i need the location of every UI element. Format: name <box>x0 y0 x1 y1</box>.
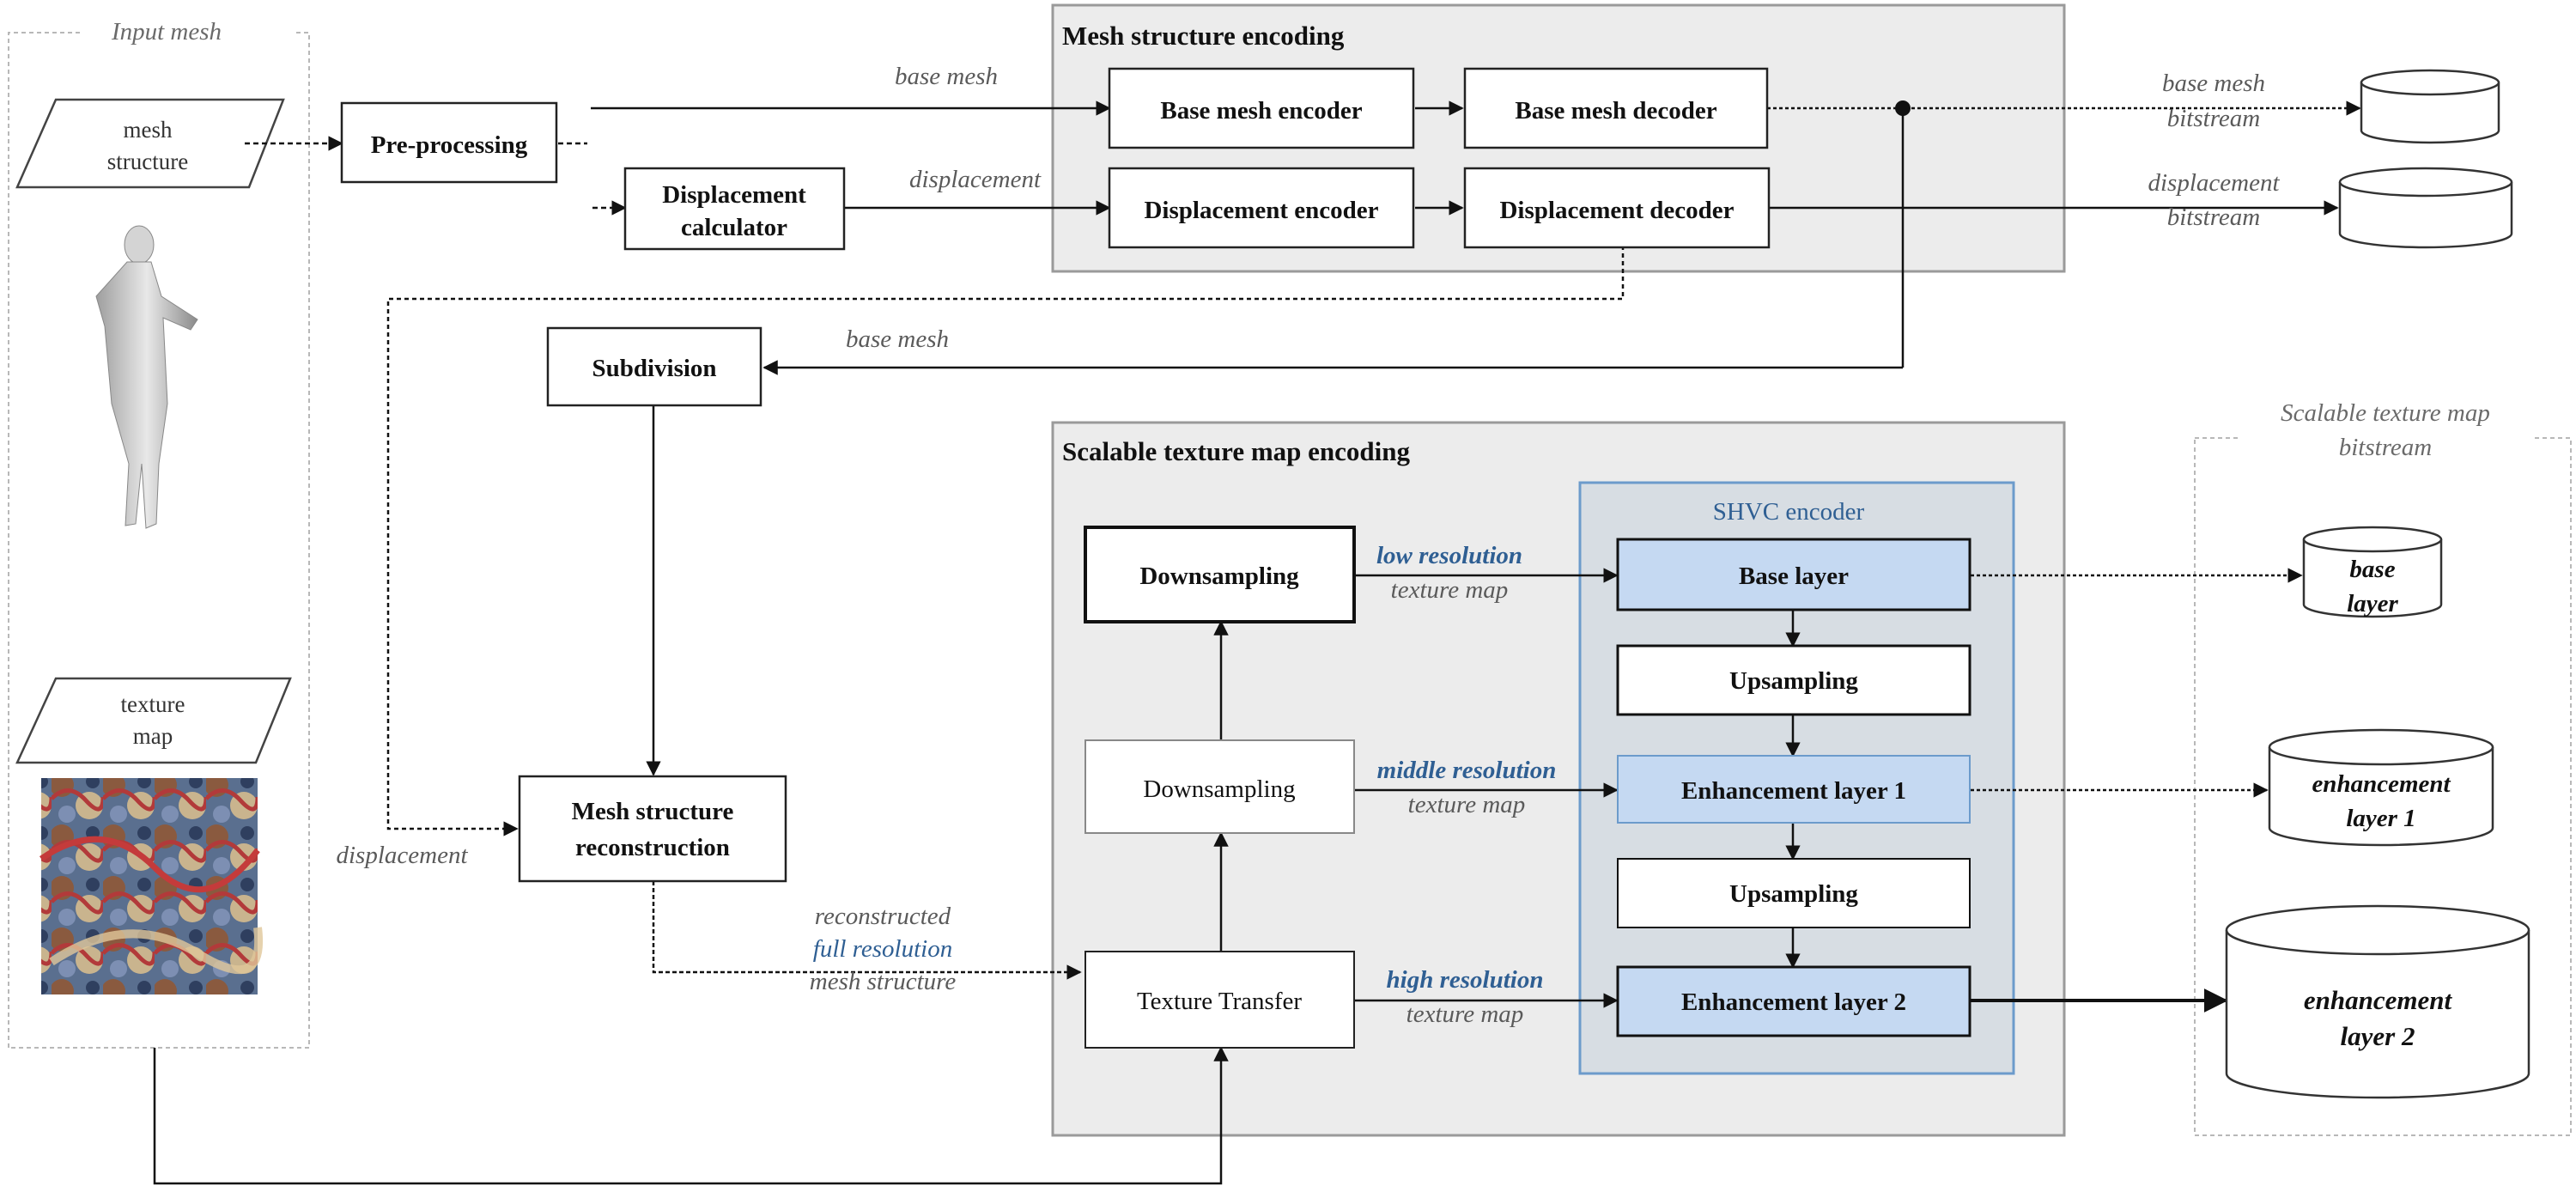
label-high-res-2: texture map <box>1406 1000 1524 1028</box>
texture-input-line1: texture <box>121 691 185 717</box>
texture-transfer-box: Texture Transfer <box>1084 951 1355 1049</box>
texture-map-icon <box>39 778 264 994</box>
human-figure-icon <box>95 225 198 529</box>
upsampling-1-box: Upsampling <box>1616 644 1971 716</box>
displacement-encoder-box: Displacement encoder <box>1108 167 1415 249</box>
connectors <box>153 100 2361 1185</box>
label-base-mesh-back: base mesh <box>846 325 949 353</box>
texture-input-line2: map <box>133 723 173 749</box>
enh1-bitstream-line1: enhancement <box>2312 770 2451 798</box>
label-displacement-left: displacement <box>336 842 468 869</box>
enhancement-layer-2-box: Enhancement layer 2 <box>1616 965 1971 1037</box>
downsampling-top-label: Downsampling <box>1139 563 1299 590</box>
displacement-calculator-box: Displacement calculator <box>623 167 846 251</box>
base-layer-bitstream-line2: layer <box>2347 590 2398 617</box>
downsampling-top-box: Downsampling <box>1084 526 1356 623</box>
base-layer-bitstream-cylinder <box>2302 526 2443 618</box>
label-mid-res-2: texture map <box>1408 791 1526 818</box>
mesh-recon-line2: reconstruction <box>575 834 730 861</box>
base-layer-box: Base layer <box>1616 538 1971 611</box>
subdivision-label: Subdivision <box>592 355 716 382</box>
enh1-bitstream-line2: layer 1 <box>2346 805 2415 832</box>
scalable-bitstream-title-2: bitstream <box>2339 434 2432 461</box>
label-base-mesh-top: base mesh <box>895 63 998 90</box>
label-displacement-bitstream-1: displacement <box>2148 169 2280 197</box>
base-mesh-decoder-label: Base mesh decoder <box>1515 97 1716 125</box>
mesh-reconstruction-box: Mesh structure reconstruction <box>518 775 787 883</box>
preprocessing-box: Pre-processing <box>340 101 558 184</box>
mesh-input-line2: structure <box>107 149 188 174</box>
bitstream-labels: base layer enhancement layer 1 enhanceme… <box>2304 556 2453 1051</box>
scalable-bitstream-title-1: Scalable texture map <box>2281 399 2490 427</box>
junction-dot <box>1895 100 1911 116</box>
texture-map-input: texture map <box>15 677 292 764</box>
upsampling-2-box: Upsampling <box>1617 858 1971 928</box>
enhancement-layer-1-box: Enhancement layer 1 <box>1617 755 1971 824</box>
enh2-bitstream-line2: layer 2 <box>2341 1021 2415 1051</box>
label-low-res-1: low resolution <box>1376 542 1522 569</box>
preprocessing-label: Pre-processing <box>371 131 528 159</box>
displacement-calc-line2: calculator <box>681 214 787 241</box>
enhancement-layer-2-label: Enhancement layer 2 <box>1681 988 1906 1016</box>
scalable-texture-encoding-title: Scalable texture map encoding <box>1062 436 1410 466</box>
displacement-encoder-label: Displacement encoder <box>1144 197 1378 224</box>
displacement-decoder-box: Displacement decoder <box>1463 167 1771 249</box>
input-mesh-label: Input mesh <box>111 18 222 46</box>
mesh-recon-line1: Mesh structure <box>572 798 734 825</box>
mesh-structure-input: mesh structure <box>15 98 285 189</box>
enhancement-layer-1-bitstream-cylinder <box>2268 728 2494 847</box>
displacement-decoder-label: Displacement decoder <box>1499 197 1734 224</box>
enh2-bitstream-line1: enhancement <box>2304 985 2453 1015</box>
texture-transfer-label: Texture Transfer <box>1137 988 1302 1015</box>
mesh-input-line1: mesh <box>124 117 173 143</box>
mesh-structure-encoding-title: Mesh structure encoding <box>1062 21 1345 51</box>
input-mesh-region: Input mesh <box>8 18 310 1049</box>
label-mid-res-1: middle resolution <box>1377 757 1557 784</box>
downsampling-mid-label: Downsampling <box>1143 775 1295 803</box>
label-displacement-top: displacement <box>909 166 1042 193</box>
label-recon-1: reconstructed <box>815 903 951 930</box>
downsampling-mid-box: Downsampling <box>1084 739 1355 834</box>
label-high-res-1: high resolution <box>1387 966 1544 994</box>
enhancement-layer-1-label: Enhancement layer 1 <box>1681 777 1906 805</box>
upsampling-1-label: Upsampling <box>1729 667 1858 695</box>
subdivision-box: Subdivision <box>546 326 762 407</box>
base-mesh-decoder-box: Base mesh decoder <box>1463 67 1769 149</box>
base-mesh-bitstream-cylinder <box>2360 69 2500 144</box>
shvc-encoder-title: SHVC encoder <box>1713 498 1865 526</box>
label-base-mesh-bitstream-2: bitstream <box>2167 105 2260 132</box>
base-layer-label: Base layer <box>1739 563 1849 590</box>
base-mesh-encoder-label: Base mesh encoder <box>1160 97 1362 125</box>
edge-labels: base mesh displacement base mesh bitstre… <box>336 63 2280 1028</box>
upsampling-2-label: Upsampling <box>1729 880 1858 908</box>
label-base-mesh-bitstream-1: base mesh <box>2162 70 2265 97</box>
label-displacement-bitstream-2: bitstream <box>2167 204 2260 231</box>
label-recon-2: full resolution <box>813 935 952 963</box>
displacement-bitstream-cylinder <box>2338 167 2513 249</box>
displacement-calc-line1: Displacement <box>662 181 806 209</box>
enhancement-layer-2-bitstream-cylinder <box>2225 904 2530 1099</box>
scalable-bitstream-region: Scalable texture map bitstream <box>2194 391 2572 1136</box>
base-mesh-encoder-box: Base mesh encoder <box>1108 67 1415 149</box>
base-layer-bitstream-line1: base <box>2349 556 2395 583</box>
label-recon-3: mesh structure <box>810 968 957 995</box>
label-low-res-2: texture map <box>1391 576 1509 604</box>
